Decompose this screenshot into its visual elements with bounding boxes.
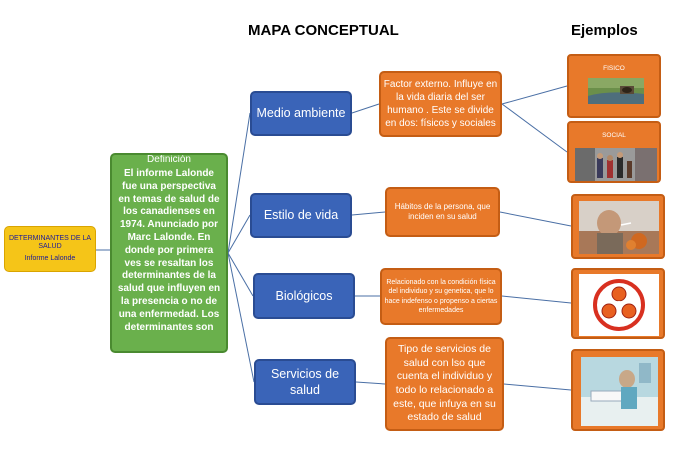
desc-medio-ambiente: Factor externo. Influye en la vida diari… [379,71,502,137]
link-definition-b3 [227,252,254,297]
link-o4-c5 [503,383,572,391]
branch-servicios-de-salud: Servicios de salud [254,359,356,405]
link-o3-c4 [501,295,572,304]
desc-biologicos: Relacionado con la condición física del … [380,268,502,325]
example-card-servicios [571,349,665,431]
root-subtitle: Informe Lalonde [24,255,76,263]
link-b4-o4 [355,381,386,385]
example-card-biologicos [571,268,665,339]
link-definition-b4 [227,252,255,383]
desc-estilo-de-vida: Hábitos de la persona, que inciden en su… [385,187,500,237]
desc-servicios-de-salud: Tipo de servicios de salud con lso que c… [385,337,504,431]
link-o2-c3 [499,211,572,227]
photo-crowded-street [575,148,657,181]
example-label-fisico: FISICO [603,65,625,72]
link-b2-o2 [351,211,386,216]
example-card-fisico: FISICO [567,54,661,118]
photo-polluted-river [588,78,644,104]
link-b1-o1 [351,103,380,114]
photo-hospital-care [581,357,658,426]
example-card-lifestyle [571,194,665,259]
link-o1-c1 [501,85,568,105]
root-node-determinantes: DETERMINANTES DE LA SALUD Informe Lalond… [4,226,96,272]
photo-person-smoking [579,201,659,254]
branch-estilo-de-vida: Estilo de vida [250,193,352,238]
example-label-social: SOCIAL [602,132,626,139]
definition-heading: Definición [147,154,191,165]
biohazard-icon [579,274,659,336]
link-o1-c2 [501,103,568,153]
link-definition-b2 [227,214,251,254]
definition-node: Definición El informe Lalonde fue una pe… [110,153,228,353]
map-title: MAPA CONCEPTUAL [248,22,399,39]
example-card-social: SOCIAL [567,121,661,183]
branch-biologicos: Biológicos [253,273,355,319]
link-definition-b1 [227,112,251,254]
examples-title: Ejemplos [571,22,638,39]
root-title: DETERMINANTES DE LA SALUD [8,234,92,250]
branch-medio-ambiente: Medio ambiente [250,91,352,136]
definition-body: El informe Lalonde fue una perspectiva e… [117,168,221,333]
